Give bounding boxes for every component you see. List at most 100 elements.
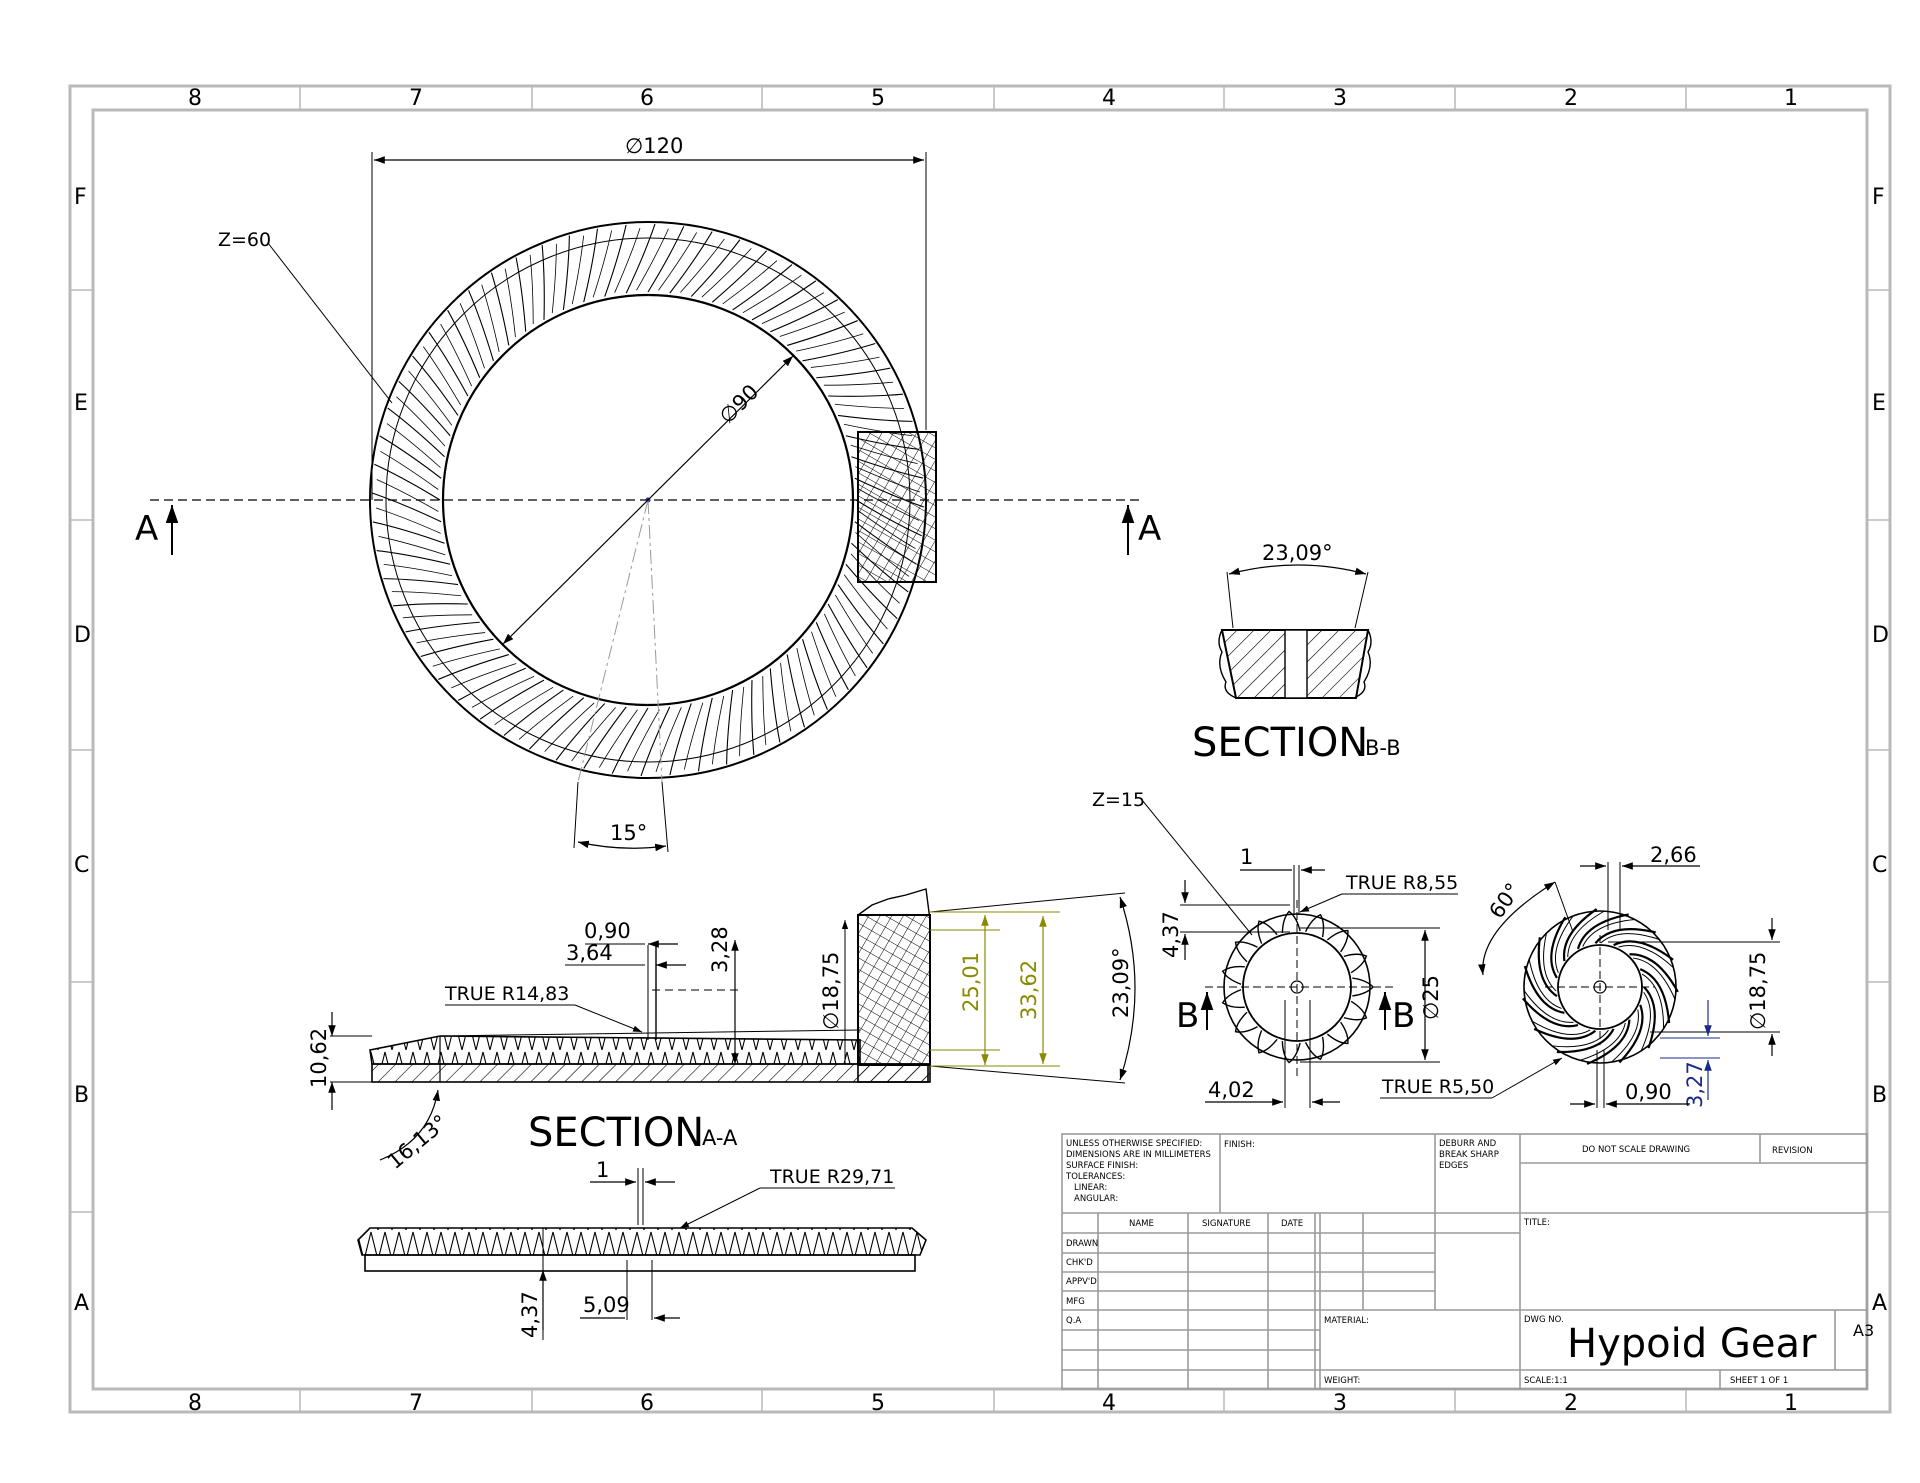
zone-col-top-7: 7 [409, 86, 423, 111]
side-view: 1 TRUE R29,71 4,37 5,09 [357, 1158, 927, 1340]
section-bb-sub: B-B [1365, 736, 1401, 760]
tb-deburr-line: DEBURR AND [1439, 1139, 1497, 1149]
tb-note-line: ANGULAR: [1074, 1194, 1118, 1204]
tb-row-drawn: DRAWN [1066, 1239, 1098, 1249]
section-arrow-b-right: B [1392, 996, 1415, 1036]
dim-side-radius: TRUE R29,71 [769, 1166, 894, 1188]
zone-col-top-5: 5 [871, 86, 885, 111]
tb-note-line: DIMENSIONS ARE IN MILLIMETERS [1066, 1150, 1211, 1160]
tb-row-chkd: CHK'D [1066, 1258, 1093, 1268]
tb-deburr-line: BREAK SHARP [1439, 1150, 1499, 1160]
tb-col-name: NAME [1129, 1219, 1154, 1229]
dim-pinion-radius: TRUE R8,55 [1345, 872, 1458, 894]
zone-row-right-F: F [1872, 185, 1885, 210]
pinion-back-view: 60° 2,66 ∅18,75 3,27 0,90 TRUE R5,50 [1380, 843, 1780, 1108]
zone-col-top-6: 6 [640, 86, 654, 111]
tb-col-signature: SIGNATURE [1202, 1219, 1251, 1229]
dim-back-radius: TRUE R5,50 [1381, 1076, 1494, 1098]
tb-scale: SCALE:1:1 [1524, 1376, 1568, 1386]
tb-do-not-scale: DO NOT SCALE DRAWING [1582, 1145, 1690, 1155]
tb-note-line: SURFACE FINISH: [1066, 1161, 1138, 1171]
dim-back-090: 0,90 [1625, 1080, 1672, 1104]
dim-back-angle: 60° [1484, 879, 1525, 923]
zone-row-left-F: F [74, 185, 87, 210]
title-block-text: UNLESS OTHERWISE SPECIFIED:DIMENSIONS AR… [1065, 1139, 1874, 1386]
dim-aa-090: 0,90 [584, 919, 631, 943]
section-bb-title: SECTION [1192, 720, 1368, 766]
dim-bb-angle: 23,09° [1262, 541, 1333, 565]
tb-deburr-line: EDGES [1439, 1161, 1468, 1171]
dim-aa-radius: TRUE R14,83 [444, 983, 569, 1005]
dim-aa-1062: 10,62 [307, 1028, 331, 1088]
ring-teeth [371, 223, 925, 777]
dim-side-509: 5,09 [583, 1293, 630, 1317]
tb-row-qa: Q.A [1066, 1316, 1081, 1326]
section-arrow-b-left: B [1176, 996, 1199, 1036]
zone-col-bottom-4: 4 [1102, 1391, 1116, 1416]
dim-pinion-25: ∅25 [1419, 975, 1443, 1020]
section-bb-view: 23,09° SECTION B-B [1192, 541, 1401, 766]
tb-note-line: TOLERANCES: [1065, 1172, 1125, 1182]
dim-aa-1875: ∅18,75 [819, 952, 843, 1030]
zone-row-right-D: D [1872, 623, 1889, 648]
section-aa-view: 0,90 3,64 3,28 TRUE R14,83 10,62 16,13° … [307, 888, 1136, 1174]
title-block [1061, 1133, 1868, 1390]
pinion-overlap [857, 431, 937, 583]
dim-outer-diameter: ∅120 [625, 134, 683, 158]
dim-aa-328: 3,28 [708, 926, 732, 973]
zone-col-top-1: 1 [1784, 86, 1798, 111]
zone-col-bottom-7: 7 [409, 1391, 423, 1416]
zone-col-bottom-5: 5 [871, 1391, 885, 1416]
zone-col-bottom-3: 3 [1333, 1391, 1347, 1416]
dim-aa-angle-1613: 16,13° [383, 1110, 453, 1174]
dim-side-1: 1 [596, 1158, 609, 1182]
section-arrow-a-left: A [135, 509, 158, 549]
tb-sheet: SHEET 1 OF 1 [1730, 1376, 1788, 1386]
tb-row-appvd: APPV'D [1066, 1277, 1097, 1287]
dim-aa-2501: 25,01 [959, 952, 983, 1012]
zone-col-bottom-1: 1 [1784, 1391, 1798, 1416]
pinion-teeth [1221, 910, 1374, 1064]
tb-col-date: DATE [1281, 1219, 1303, 1229]
dim-back-266: 2,66 [1650, 843, 1697, 867]
tb-weight: WEIGHT: [1324, 1376, 1360, 1386]
zone-row-right-C: C [1872, 853, 1887, 878]
dim-side-437: 4,37 [518, 1291, 542, 1338]
tb-finish: FINISH: [1224, 1140, 1255, 1150]
teeth-count-pinion: Z=15 [1092, 789, 1145, 811]
zone-row-right-E: E [1872, 391, 1886, 416]
zone-row-left-C: C [74, 853, 89, 878]
zone-col-bottom-6: 6 [640, 1391, 654, 1416]
tb-row-mfg: MFG [1066, 1297, 1085, 1307]
section-arrow-a-right: A [1138, 509, 1161, 549]
dim-pinion-437: 4,37 [1159, 911, 1183, 958]
zone-row-left-B: B [74, 1083, 89, 1108]
drawing-title: Hypoid Gear [1567, 1321, 1817, 1367]
tb-material: MATERIAL: [1324, 1316, 1369, 1326]
zone-col-bottom-2: 2 [1564, 1391, 1578, 1416]
dim-pinion-1: 1 [1240, 845, 1253, 869]
zone-col-top-3: 3 [1333, 86, 1347, 111]
zone-col-top-8: 8 [188, 86, 202, 111]
dim-pinion-402: 4,02 [1208, 1078, 1255, 1102]
dim-back-1875: ∅18,75 [1746, 952, 1770, 1030]
section-aa-sub: A-A [702, 1126, 738, 1150]
pinion-front-view: B B Z=15 1 TRUE R8,55 4,37 ∅25 4,02 [1092, 789, 1458, 1108]
zone-col-bottom-8: 8 [188, 1391, 202, 1416]
front-view: A A 15° ∅120 ∅90 Z=60 [135, 134, 1161, 853]
tb-note-line: LINEAR: [1074, 1183, 1107, 1193]
zone-col-top-4: 4 [1102, 86, 1116, 111]
dim-aa-angle-2309: 23,09° [1109, 947, 1133, 1018]
angle-15-label: 15° [610, 821, 647, 845]
zone-row-left-A: A [74, 1291, 89, 1316]
section-aa-title: SECTION [528, 1110, 704, 1156]
tb-revision: REVISION [1772, 1146, 1813, 1156]
tb-size: A3 [1853, 1321, 1874, 1340]
dim-aa-364: 3,64 [566, 941, 613, 965]
tb-note-line: UNLESS OTHERWISE SPECIFIED: [1066, 1139, 1202, 1149]
zone-row-right-B: B [1872, 1083, 1887, 1108]
teeth-count-ring: Z=60 [218, 229, 271, 251]
dim-aa-3362: 33,62 [1017, 960, 1041, 1020]
zone-row-right-A: A [1872, 1291, 1887, 1316]
